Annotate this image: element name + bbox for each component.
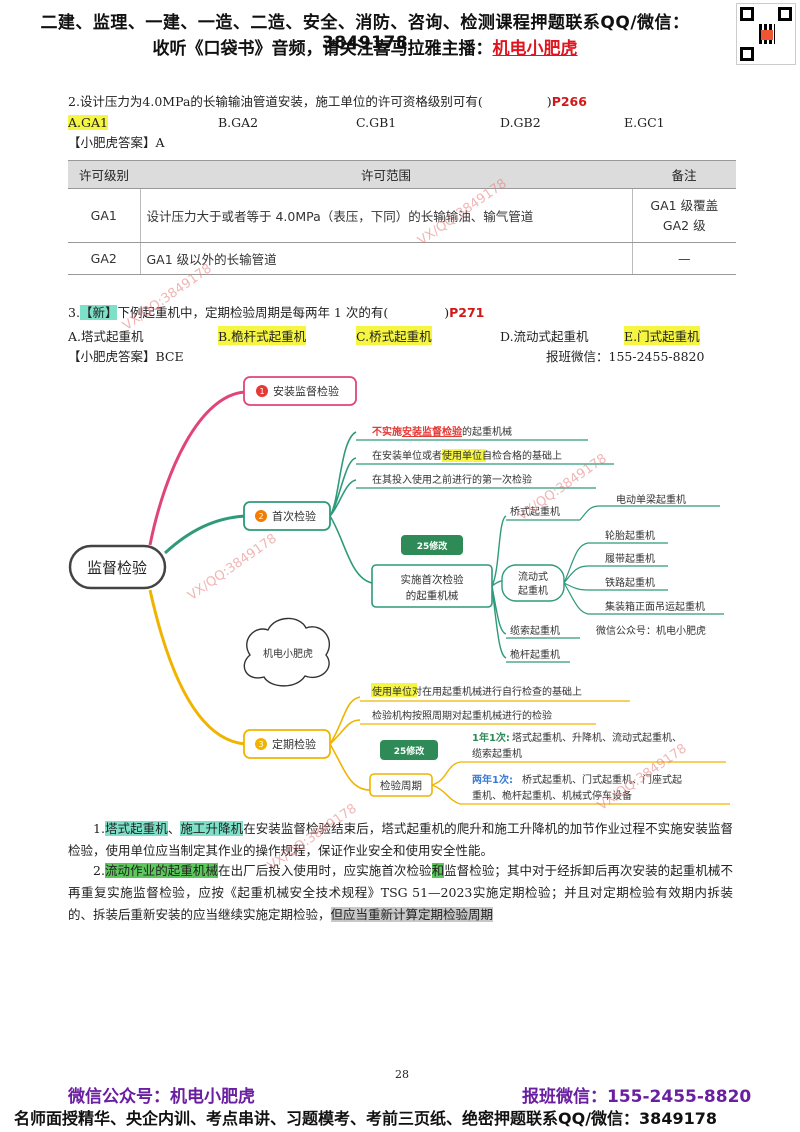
header-line-1: 二建、监理、一建、一造、二造、安全、消防、咨询、检测课程押题联系QQ/微信：38… (40, 13, 690, 53)
header-podcast-name: 机电小肥虎 (492, 39, 578, 59)
svg-text:集装箱正面吊运起重机: 集装箱正面吊运起重机 (605, 600, 705, 613)
number-badge-3-icon (255, 738, 267, 750)
svg-text:桥式起重机、门式起重机、门座式起: 桥式起重机、门式起重机、门座式起 (522, 773, 682, 786)
svg-text:实施首次检验: 实施首次检验 (401, 573, 464, 586)
note-paragraph-2: 2.流动作业的起重机械在出厂后投入使用时，应实施首次检验和监督检验；其中对于经拆… (68, 863, 733, 922)
svg-text:起重机: 起重机 (518, 584, 548, 597)
year1-label: 1年1次: (472, 731, 510, 744)
q2-page-ref: P266 (551, 94, 587, 109)
svg-text:3: 3 (258, 740, 263, 749)
year2-label: 两年1次: (472, 773, 513, 786)
table-header-level: 许可级别 (68, 160, 140, 189)
svg-text:1: 1 (259, 387, 264, 396)
node-2-label: 首次检验 (272, 509, 316, 523)
q3-option-d: D.流动式起重机 (500, 329, 589, 344)
footer-wechat-official: 微信公众号：机电小肥虎 (68, 1087, 255, 1107)
node-3-label: 定期检验 (272, 737, 316, 751)
svg-text:流动式: 流动式 (518, 570, 548, 583)
branch-line (163, 514, 246, 555)
q3-stem: 3.【新】下例起重机中，定期检验周期是每两年 1 次的有()P271 (68, 305, 485, 320)
svg-text:2: 2 (258, 512, 263, 521)
first-item-2: 在安装单位或者使用单位自检合格的基础上 (372, 449, 562, 462)
cloud-icon (243, 617, 331, 687)
svg-text:电动单梁起重机: 电动单梁起重机 (616, 493, 686, 506)
q3-contact: 报班微信：155-2455-8820 (546, 349, 705, 364)
mindmap-diagram: 监督检验 1 安装监督检验 2 首次检验 不实施安装监督检验的起重机械 在安装单… (68, 376, 730, 805)
license-table: 许可级别 许可范围 备注 GA1 设计压力大于或者等于 4.0MPa（表压，下同… (68, 160, 736, 275)
svg-text:机电小肥虎: 机电小肥虎 (263, 647, 313, 660)
q2-option-d: D.GB2 (500, 115, 541, 130)
number-badge-2-icon (255, 510, 267, 522)
bridge-crane: 桥式起重机 (510, 505, 560, 518)
q3-option-b: B.桅杆式起重机 (218, 326, 307, 345)
number-badge-1-icon (256, 385, 268, 397)
table-cell-scope: GA1 级以外的长输管道 (140, 242, 632, 275)
root-label: 监督检验 (87, 559, 147, 577)
cable-crane: 缆索起重机 (510, 624, 560, 637)
mindmap-wechat: 微信公众号：机电小肥虎 (596, 624, 706, 637)
branch-line (148, 589, 246, 746)
periodic-item-2: 检验机构按照周期对起重机械进行的检验 (372, 709, 552, 722)
svg-text:的起重机械: 的起重机械 (406, 589, 459, 602)
svg-text:25修改: 25修改 (417, 540, 449, 552)
root-node (68, 544, 167, 590)
revision-badge (380, 740, 438, 760)
svg-text:铁路起重机: 铁路起重机 (605, 576, 655, 589)
node-first-inspection (243, 501, 331, 531)
svg-text:履带起重机: 履带起重机 (605, 552, 655, 565)
q2-option-a: A.GA1 (68, 115, 108, 130)
svg-text:检验周期: 检验周期 (380, 779, 422, 792)
page-number: 28 (395, 1068, 409, 1081)
q3-option-c: C.桥式起重机 (356, 326, 432, 345)
table-header-note: 备注 (632, 160, 736, 189)
q3-option-a: A.塔式起重机 (68, 329, 144, 344)
svg-text:塔式起重机、升降机、流动式起重机、: 塔式起重机、升降机、流动式起重机、 (512, 731, 682, 744)
q2-stem: 2.设计压力为4.0MPa的长输输油管道安装，施工单位的许可资格级别可有()P2… (68, 94, 587, 109)
footer-wechat-contact: 报班微信：155-2455-8820 (522, 1087, 752, 1107)
svg-text:轮胎起重机: 轮胎起重机 (605, 529, 655, 542)
node-periodic-inspection (243, 729, 331, 759)
first-item-1: 不实施安装监督检验的起重机械 (372, 425, 512, 438)
branch-line (329, 431, 373, 584)
q3-new-tag: 【新】 (79, 305, 118, 320)
table-cell-scope: 设计压力大于或者等于 4.0MPa（表压，下同）的长输输油、输气管道 (140, 188, 632, 243)
note-paragraph-1: 1.塔式起重机、施工升降机在安装监督检验结束后，塔式起重机的爬升和施工升降机的加… (68, 821, 733, 858)
svg-text:重机、桅杆起重机、机械式停车设备: 重机、桅杆起重机、机械式停车设备 (472, 789, 632, 802)
table-cell-level: GA2 (68, 242, 141, 275)
header-podcast-text: 收听《口袋书》音频，请关注喜马拉雅主播： (152, 39, 493, 59)
table-header-scope: 许可范围 (140, 160, 632, 189)
qr-code-icon (736, 3, 796, 65)
node-install-inspection (243, 376, 357, 406)
table-cell-note: — (631, 242, 736, 275)
header-line-2: 收听《口袋书》音频，请关注喜马拉雅主播：机电小肥虎 (0, 34, 730, 59)
q3-page-ref: P271 (449, 305, 485, 320)
first-item-3: 在其投入使用之前进行的第一次检验 (372, 473, 532, 486)
q3-answer: 【小肥虎答案】BCE (68, 349, 184, 364)
table-row: GA1 设计压力大于或者等于 4.0MPa（表压，下同）的长输输油、输气管道 G… (68, 188, 736, 243)
q3-option-e: E.门式起重机 (624, 326, 700, 345)
q2-option-c: C.GB1 (356, 115, 397, 130)
footer-promo: 名师面授精华、央企内训、考点串讲、习题模考、考前三页纸、绝密押题联系QQ/微信：… (14, 1109, 717, 1128)
revision-badge (401, 535, 463, 555)
q2-option-b: B.GA2 (218, 115, 259, 130)
branch-line (148, 390, 246, 546)
q2-answer: 【小肥虎答案】A (68, 135, 165, 150)
mast-crane: 桅杆起重机 (510, 648, 560, 661)
q2-option-e: E.GC1 (624, 115, 665, 130)
periodic-item-1: 使用单位对在用起重机械进行自行检查的基础上 (372, 685, 582, 698)
svg-text:缆索起重机: 缆索起重机 (472, 747, 522, 760)
table-row: GA2 GA1 级以外的长输管道 — (68, 242, 736, 275)
node-1-label: 安装监督检验 (273, 384, 339, 398)
table-cell-level: GA1 (68, 188, 141, 243)
svg-text:25修改: 25修改 (394, 745, 426, 757)
